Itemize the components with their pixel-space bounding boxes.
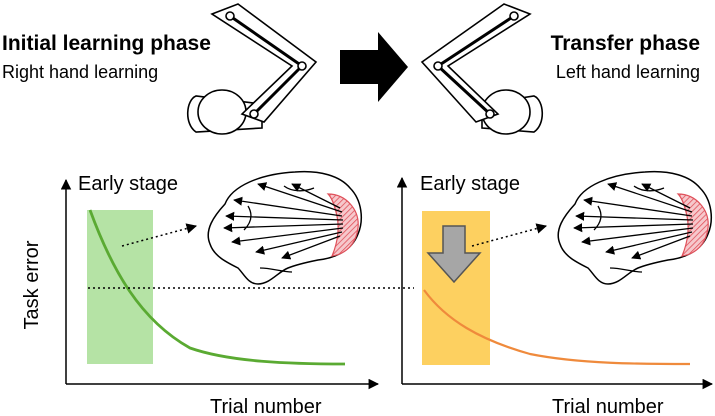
initial-phase-title: Initial learning phase: [2, 32, 211, 55]
left-arm-icon: [420, 3, 544, 135]
early-stage-highlight: [87, 210, 153, 364]
x-axis-label: Trial number: [552, 396, 664, 416]
right-panel: Early stage Trial number: [396, 172, 714, 416]
learning-curve: [423, 289, 691, 366]
x-axis-label: Trial number: [210, 396, 322, 416]
early-stage-label: Early stage: [420, 173, 520, 195]
down-arrow-icon: [426, 225, 482, 284]
transfer-phase-subtitle: Left hand learning: [556, 62, 700, 82]
brain-icon: [208, 172, 361, 284]
transfer-phase-title: Transfer phase: [551, 32, 700, 55]
learning-curve: [88, 209, 346, 366]
y-axis-label: Task error: [21, 240, 43, 329]
early-stage-label: Early stage: [78, 173, 178, 195]
brain-icon: [558, 172, 711, 284]
left-panel: Early stage Trial number Task error: [21, 172, 380, 416]
right-arm-icon: [186, 3, 318, 135]
phase-transition-arrow-icon: [340, 32, 408, 102]
initial-phase-subtitle: Right hand learning: [2, 62, 158, 82]
